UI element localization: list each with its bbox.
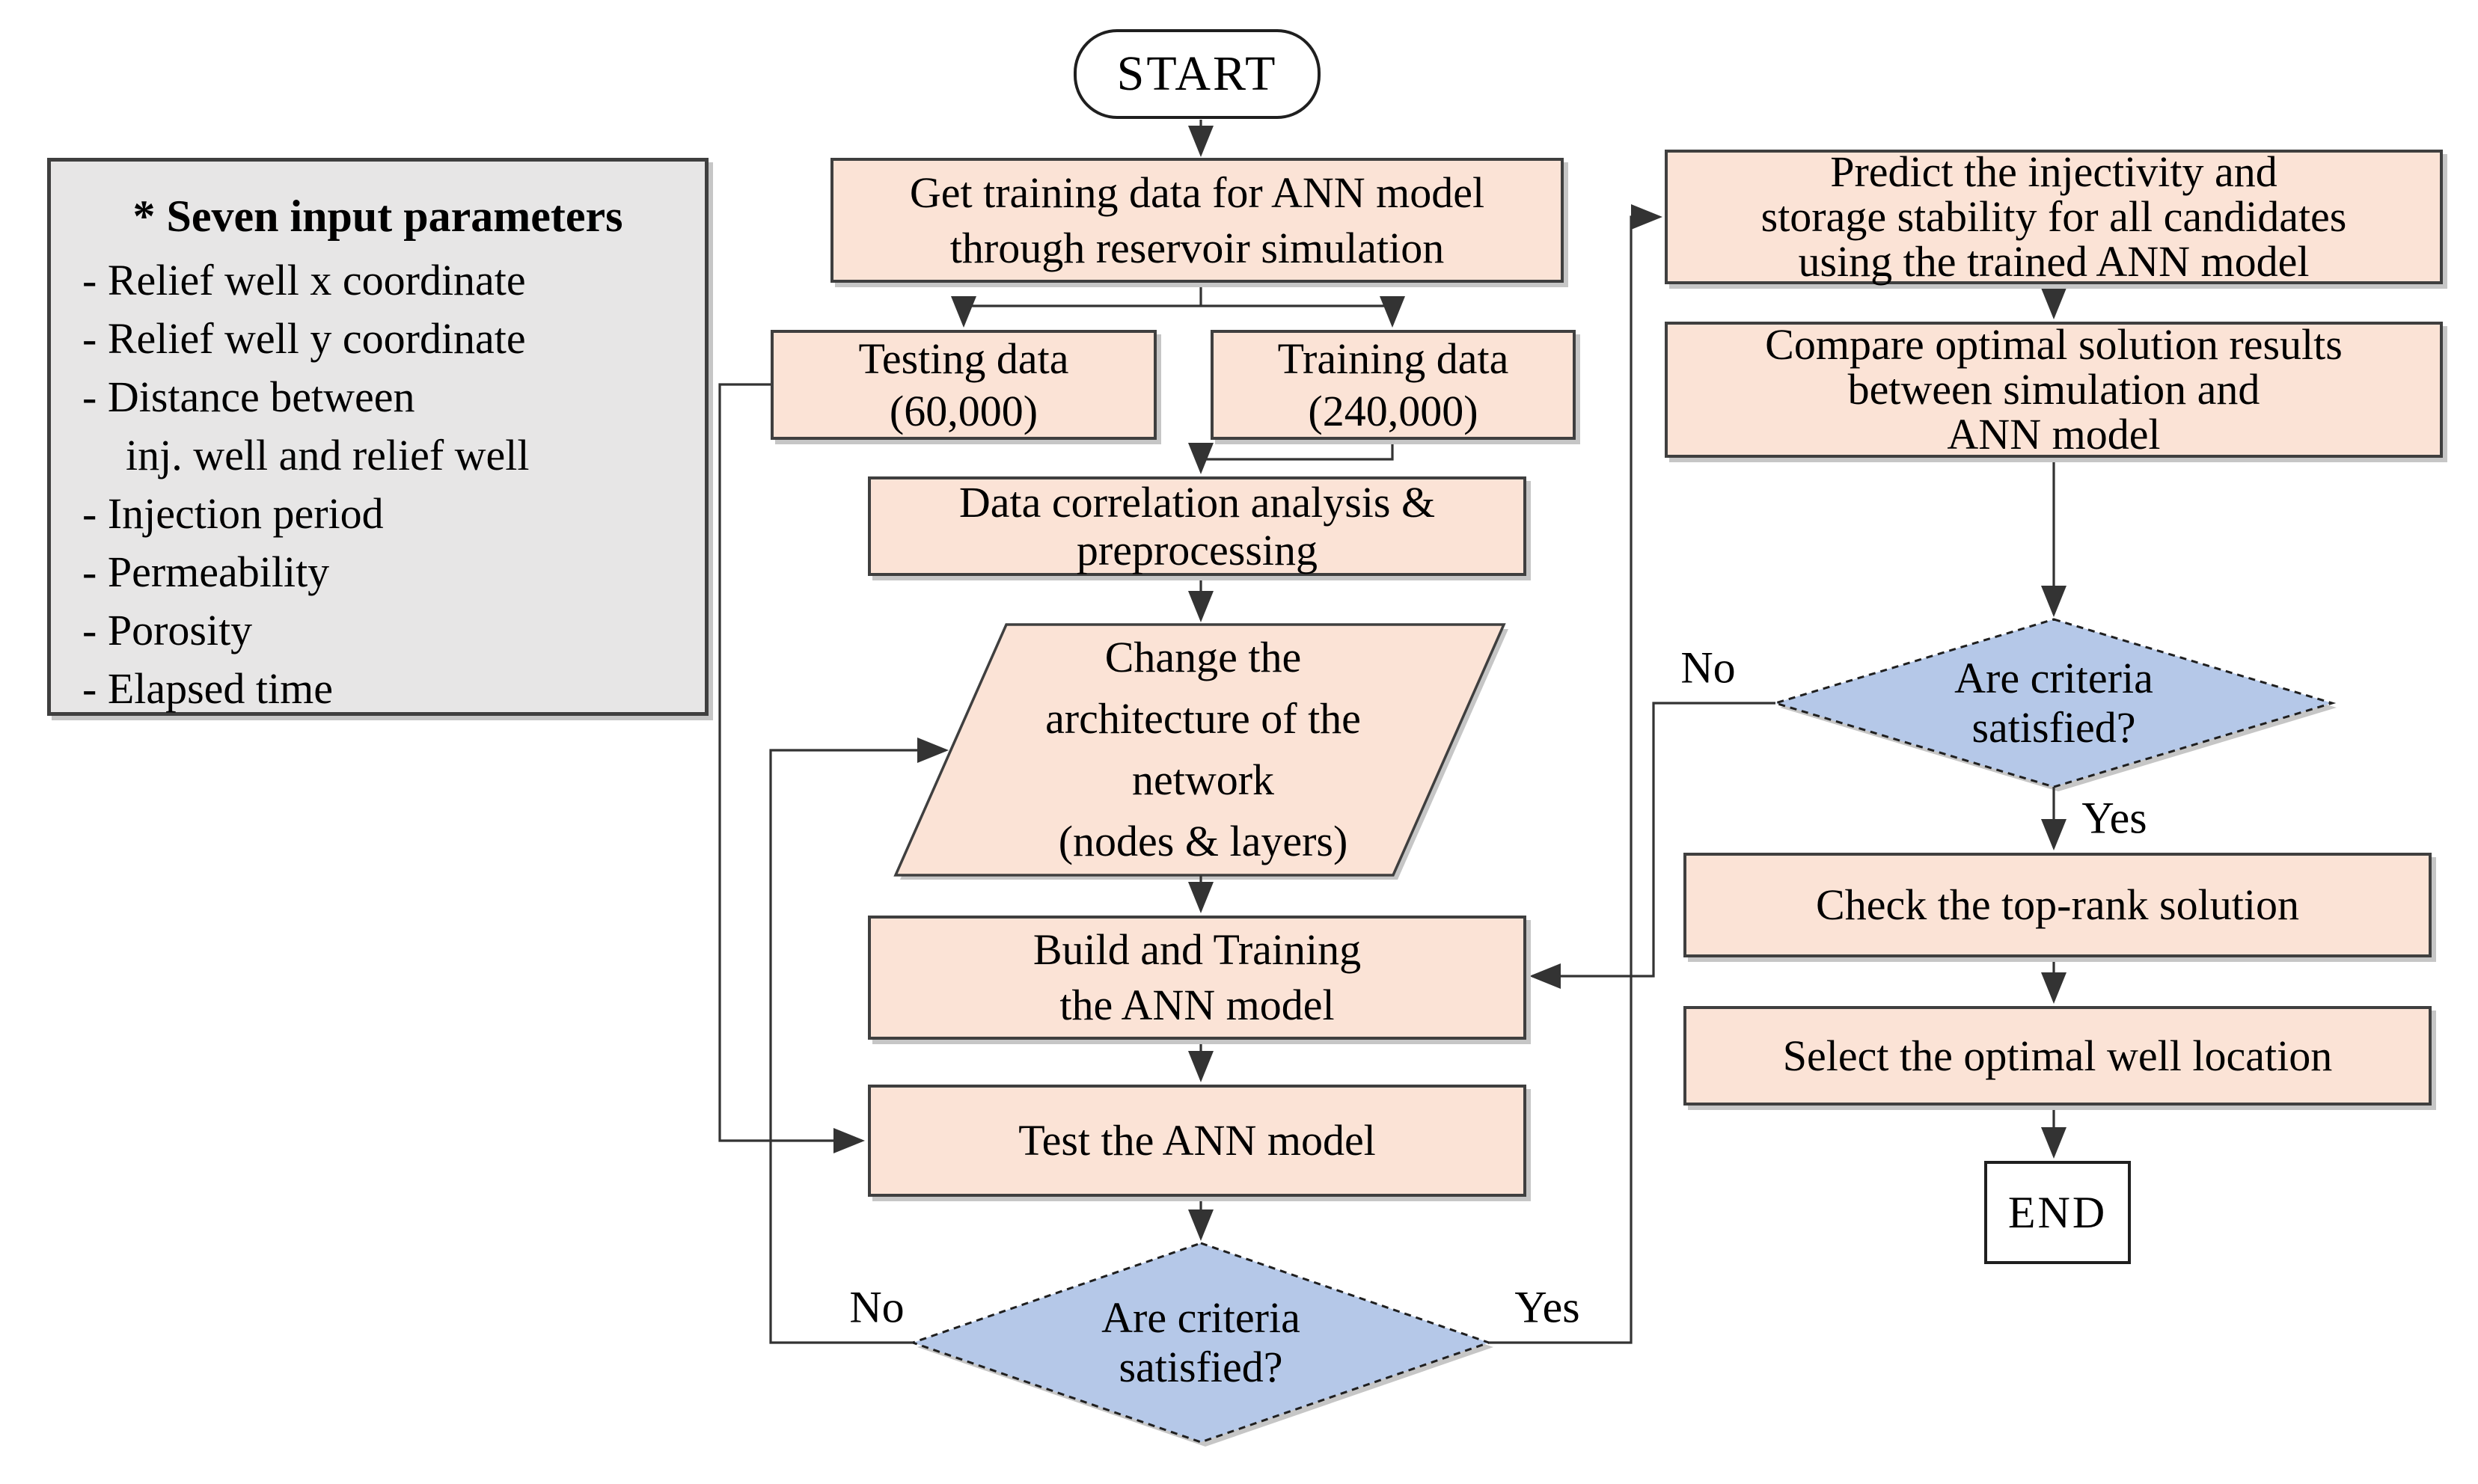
no-label-right: No	[1680, 643, 1736, 693]
change-architecture-label: Change the architecture of the network (…	[1045, 633, 1361, 865]
predict-injectivity-box: Predict the injectivity and storage stab…	[1665, 150, 2443, 284]
connector-testing-data-to-test-model	[718, 383, 865, 1153]
input-parameters-list: - Relief well x coordinate - Relief well…	[82, 256, 530, 713]
no-label-bottom: No	[849, 1282, 905, 1332]
start-terminal: START	[1074, 29, 1321, 119]
change-architecture-parallelogram	[893, 623, 1506, 877]
select-optimal-location-box: Select the optimal well location	[1683, 1006, 2432, 1106]
criteria-bottom-diamond	[909, 1242, 1493, 1444]
input-parameters-panel: * Seven input parameters - Relief well x…	[47, 158, 709, 716]
build-training-box: Build and Training the ANN model	[868, 916, 1526, 1040]
end-terminal: END	[1984, 1161, 2131, 1264]
check-top-rank-box: Check the top-rank solution	[1683, 853, 2432, 957]
connector-criteria-bottom-yes-to-predict	[1489, 204, 1662, 1344]
input-parameters-title: * Seven input parameters	[132, 191, 623, 241]
training-data-box: Training data (240,000)	[1211, 330, 1576, 440]
data-correlation-box: Data correlation analysis & preprocessin…	[868, 476, 1526, 576]
testing-data-box: Testing data (60,000)	[771, 330, 1157, 440]
get-training-data-box: Get training data for ANN model through …	[830, 158, 1564, 283]
yes-label-right: Yes	[2081, 793, 2147, 843]
criteria-bottom-label: Are criteria satisfied?	[1101, 1293, 1300, 1391]
compare-results-box: Compare optimal solution results between…	[1665, 322, 2443, 458]
yes-label-bottom: Yes	[1514, 1282, 1580, 1332]
connector-criteria-right-no-to-build	[1529, 702, 1775, 989]
criteria-right-label: Are criteria satisfied?	[1954, 654, 2153, 752]
test-ann-model-box: Test the ANN model	[868, 1085, 1526, 1197]
connector-training-to-data-correlation	[1188, 440, 1394, 474]
connector-criteria-bottom-no-to-parallelogram	[769, 738, 949, 1344]
